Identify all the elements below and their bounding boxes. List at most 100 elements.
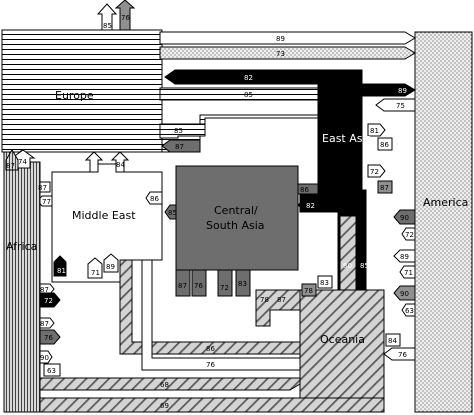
- value-label: 76: [44, 334, 53, 342]
- value-label: 72: [220, 284, 229, 292]
- flow-oceania-africa-68: [39, 377, 301, 391]
- flow-oceania-eastasia: [339, 215, 357, 291]
- value-label: 81: [57, 267, 66, 275]
- region-label-middle-east: Middle East: [72, 209, 136, 222]
- flow-me-europe-84: [110, 151, 130, 173]
- america-box-90b: [393, 285, 416, 301]
- america-region: [414, 31, 473, 413]
- value-label: 85: [360, 262, 369, 270]
- africa-box-87b: [39, 317, 55, 329]
- central-tab-87: [175, 269, 191, 297]
- value-label: 85: [244, 91, 253, 99]
- flow-me-europe-87: [84, 151, 104, 173]
- value-label: 90: [40, 354, 49, 362]
- value-label: 89: [106, 263, 115, 271]
- value-label: 86: [150, 195, 159, 203]
- america-box-89: [393, 249, 416, 263]
- value-label: 87: [277, 296, 286, 304]
- region-label-east-asia: East Asia: [322, 132, 372, 145]
- region-label-oceania: Oceania: [320, 333, 365, 346]
- value-label: 84: [388, 337, 397, 345]
- value-label: 84: [116, 161, 125, 169]
- value-label: 68: [160, 381, 169, 389]
- value-label: 72: [405, 231, 414, 239]
- eastasia-box-81: [367, 123, 386, 137]
- value-label: 76: [398, 351, 407, 359]
- africa-arrow-87-top: [5, 149, 19, 171]
- europe-top-arrow-85: [96, 3, 118, 31]
- value-label: 90: [400, 214, 409, 222]
- value-label: 90: [400, 290, 409, 298]
- value-label: 80: [343, 262, 352, 270]
- central-south-asia-region: [175, 165, 299, 271]
- value-label: 82: [306, 202, 315, 210]
- america-box-63: [401, 303, 416, 317]
- value-label: 71: [91, 269, 100, 277]
- value-label: 86: [380, 141, 389, 149]
- flow-europe-america-89: [159, 31, 416, 45]
- value-label: 72: [44, 297, 53, 305]
- flow-central-me-85: [164, 204, 177, 220]
- flow-europe-america-73: [159, 46, 416, 60]
- value-label: 63: [47, 367, 56, 375]
- oceania-box-83: [317, 275, 333, 289]
- flow-central-eastasia-86: [297, 183, 319, 195]
- eastasia-box-87: [377, 180, 393, 194]
- region-label-europe: Europe: [55, 89, 94, 102]
- oceania-box-78: [301, 283, 317, 297]
- value-label: 76: [206, 361, 215, 369]
- flow-me-oceania-76: [141, 259, 301, 371]
- flow-eastasia-america-89: [361, 83, 416, 97]
- africa-box-63: [43, 363, 61, 377]
- europe-top-arrow-76: [114, 0, 136, 31]
- value-label: 76: [194, 282, 203, 290]
- america-box-71: [399, 265, 416, 279]
- value-label: 78: [260, 296, 269, 304]
- africa-box-87a: [39, 283, 55, 295]
- value-label: 77: [42, 198, 51, 206]
- value-label: 89: [398, 87, 407, 95]
- value-label: 89: [276, 35, 285, 43]
- value-label: 75: [396, 102, 405, 110]
- me-box-86: [145, 191, 163, 205]
- flow-eastasia-europe-82: [164, 69, 363, 85]
- value-label: 73: [276, 50, 285, 58]
- value-label: 78: [304, 287, 313, 295]
- america-box-72: [401, 227, 416, 241]
- africa-box-90: [39, 350, 53, 364]
- flow-eastasia-central-82: [297, 197, 319, 213]
- value-label: 85: [174, 127, 183, 135]
- value-label: 63: [405, 307, 414, 315]
- value-label: 89: [400, 253, 409, 261]
- flow-america-oceania-76: [383, 347, 416, 361]
- flow-central-europe-87: [161, 139, 201, 153]
- value-label: 87: [6, 162, 15, 170]
- value-label: 85: [103, 22, 112, 30]
- value-label: 82: [244, 74, 253, 82]
- central-tab-72: [217, 269, 233, 297]
- value-label: 69: [160, 402, 169, 410]
- africa-box-76: [39, 329, 61, 345]
- africa-region: [3, 149, 41, 413]
- value-label: 83: [320, 279, 329, 287]
- value-label: 87: [175, 143, 184, 151]
- value-label: 76: [121, 14, 130, 22]
- value-label: 83: [238, 280, 247, 288]
- region-label-central-south-asia-1: Central/: [214, 204, 258, 217]
- value-label: 87: [178, 282, 187, 290]
- value-label: 86: [300, 186, 309, 194]
- value-label: 72: [370, 168, 379, 176]
- value-label: 87: [40, 320, 49, 328]
- flow-me-oceania-86: [119, 259, 301, 355]
- value-label: 74: [18, 158, 27, 166]
- flow-oceania-africa-69: [39, 397, 385, 413]
- value-label: 81: [370, 127, 379, 135]
- flow-oceania-central: [255, 289, 301, 327]
- flow-europe-central-85: [159, 123, 206, 139]
- me-tab-81: [53, 255, 67, 277]
- flow-america-eastasia-75: [375, 98, 416, 112]
- me-tab-89: [103, 253, 119, 273]
- value-label: 87: [380, 184, 389, 192]
- central-tab-83: [235, 269, 251, 297]
